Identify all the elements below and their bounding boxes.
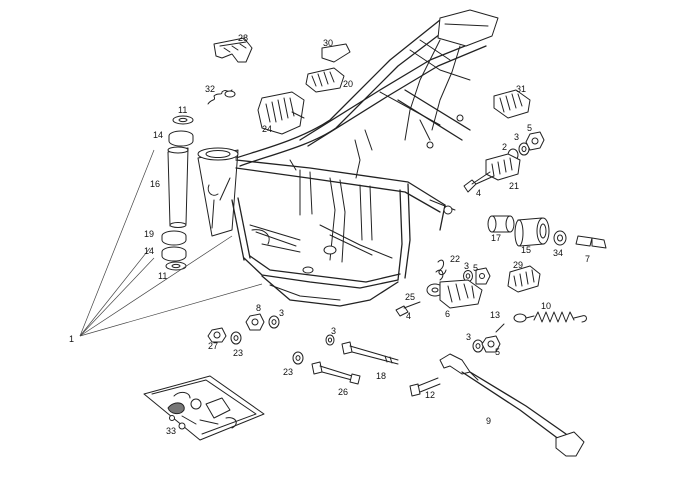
callout-19: 19	[144, 229, 154, 239]
callout-3-upper: 3	[514, 132, 519, 142]
part-4-bolt-upper	[463, 171, 495, 193]
part-12-bolt	[409, 377, 441, 397]
part-31-footpeg	[493, 89, 531, 119]
callout-3-center: 3	[331, 326, 336, 336]
callout-6: 6	[445, 309, 450, 319]
hardware-3-5-middle	[463, 267, 491, 285]
callout-8: 8	[256, 303, 261, 313]
part-15-spacer	[514, 217, 550, 247]
part-7-bolt	[575, 235, 607, 249]
callout-24: 24	[262, 124, 272, 134]
callout-18: 18	[376, 371, 386, 381]
callout-17: 17	[491, 233, 501, 243]
callout-3-middle: 3	[464, 261, 469, 271]
callout-16: 16	[150, 179, 160, 189]
part-32-spring	[207, 89, 236, 105]
callout-10: 10	[541, 301, 551, 311]
callout-7: 7	[585, 254, 590, 264]
part-28-bracket	[213, 37, 253, 63]
steering-bearing-stack	[161, 115, 194, 271]
hardware-8-3-27-23	[207, 313, 280, 345]
part-26-long-bolt	[292, 351, 361, 385]
callout-20: 20	[343, 79, 353, 89]
callout-14-top: 14	[153, 130, 163, 140]
part-20-footpeg	[305, 67, 345, 93]
callout-15: 15	[521, 245, 531, 255]
part-29-pad	[507, 265, 541, 293]
callout-3-left: 3	[279, 308, 284, 318]
callout-11-top: 11	[178, 105, 187, 115]
part-4-bolt-lower	[395, 301, 421, 317]
part-10-spring	[513, 311, 587, 323]
part-24-footpeg	[257, 91, 305, 135]
callout-14-bottom: 14	[144, 246, 154, 256]
motorcycle-frame	[197, 9, 499, 307]
callout-1: 1	[69, 334, 74, 344]
callout-4-lower: 4	[406, 311, 411, 321]
callout-26: 26	[338, 387, 348, 397]
part-33-tool-kit	[143, 375, 265, 441]
part-21-footpeg	[485, 153, 521, 181]
callout-32: 32	[205, 84, 215, 94]
callout-11-bottom: 11	[158, 271, 167, 281]
callout-29: 29	[513, 260, 523, 270]
hardware-2-3-5-upper	[507, 131, 545, 162]
callout-13: 13	[490, 310, 500, 320]
callout-27: 27	[208, 341, 218, 351]
part-17-bushing	[487, 215, 515, 233]
part-34-nut	[553, 230, 567, 246]
part-6-footpeg	[426, 279, 483, 309]
callout-21: 21	[509, 181, 519, 191]
leader-lines	[79, 149, 263, 337]
callout-28: 28	[238, 33, 248, 43]
callout-4-upper: 4	[476, 188, 481, 198]
callout-33: 33	[166, 426, 176, 436]
part-22-spring	[435, 259, 447, 281]
part-18-long-bolt	[325, 334, 399, 365]
callout-22: 22	[450, 254, 460, 264]
callout-5-right: 5	[495, 347, 500, 357]
callout-9: 9	[486, 416, 491, 426]
callout-5-upper: 5	[527, 123, 532, 133]
callout-30: 30	[323, 38, 333, 48]
callout-23-left: 23	[233, 348, 243, 358]
callout-5-middle: 5	[473, 263, 478, 273]
hardware-13-3-5-lower	[472, 323, 505, 353]
callout-31: 31	[516, 84, 526, 94]
callout-34: 34	[553, 248, 563, 258]
callout-25: 25	[405, 292, 415, 302]
callout-12: 12	[425, 390, 435, 400]
part-30-pad	[321, 43, 351, 63]
part-9-side-stand	[439, 353, 585, 457]
callout-3-right: 3	[466, 332, 471, 342]
callout-2: 2	[502, 142, 507, 152]
callout-23-center: 23	[283, 367, 293, 377]
callout-labels: 28 30 20 32 24 11 14 16 19 14 11 1 31 2 …	[69, 33, 590, 436]
